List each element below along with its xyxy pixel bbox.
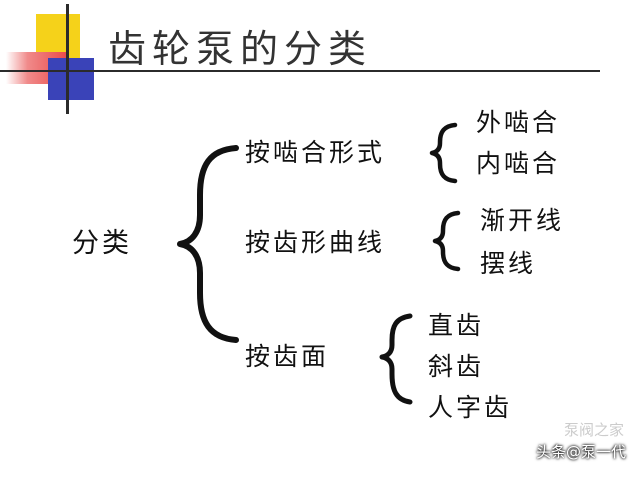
group-label: 按齿面 bbox=[245, 342, 330, 371]
watermark-text: 头条@泵一代 bbox=[535, 443, 626, 461]
decor-horizontal-line bbox=[0, 70, 600, 72]
list-item: 直齿 bbox=[428, 311, 485, 340]
list-item: 内啮合 bbox=[476, 149, 561, 178]
group-label: 按齿形曲线 bbox=[245, 228, 386, 257]
root-label: 分类 bbox=[72, 228, 132, 259]
decor-blue-square bbox=[48, 58, 94, 100]
watermark-ghost-text: 泵阀之家 bbox=[563, 421, 624, 439]
group2-brace-icon bbox=[432, 210, 461, 272]
group3-brace-icon bbox=[379, 313, 413, 405]
decor-yellow-square bbox=[36, 14, 80, 58]
list-item: 摆线 bbox=[480, 249, 537, 278]
decor-vertical-line bbox=[66, 4, 69, 114]
list-item: 斜齿 bbox=[428, 352, 485, 381]
list-item: 人字齿 bbox=[428, 393, 513, 422]
main-brace-icon bbox=[177, 145, 239, 343]
slide-title: 齿轮泵的分类 bbox=[108, 27, 373, 71]
group1-brace-icon bbox=[429, 122, 458, 184]
group-label: 按啮合形式 bbox=[245, 138, 386, 167]
list-item: 外啮合 bbox=[476, 108, 561, 137]
list-item: 渐开线 bbox=[480, 206, 565, 235]
